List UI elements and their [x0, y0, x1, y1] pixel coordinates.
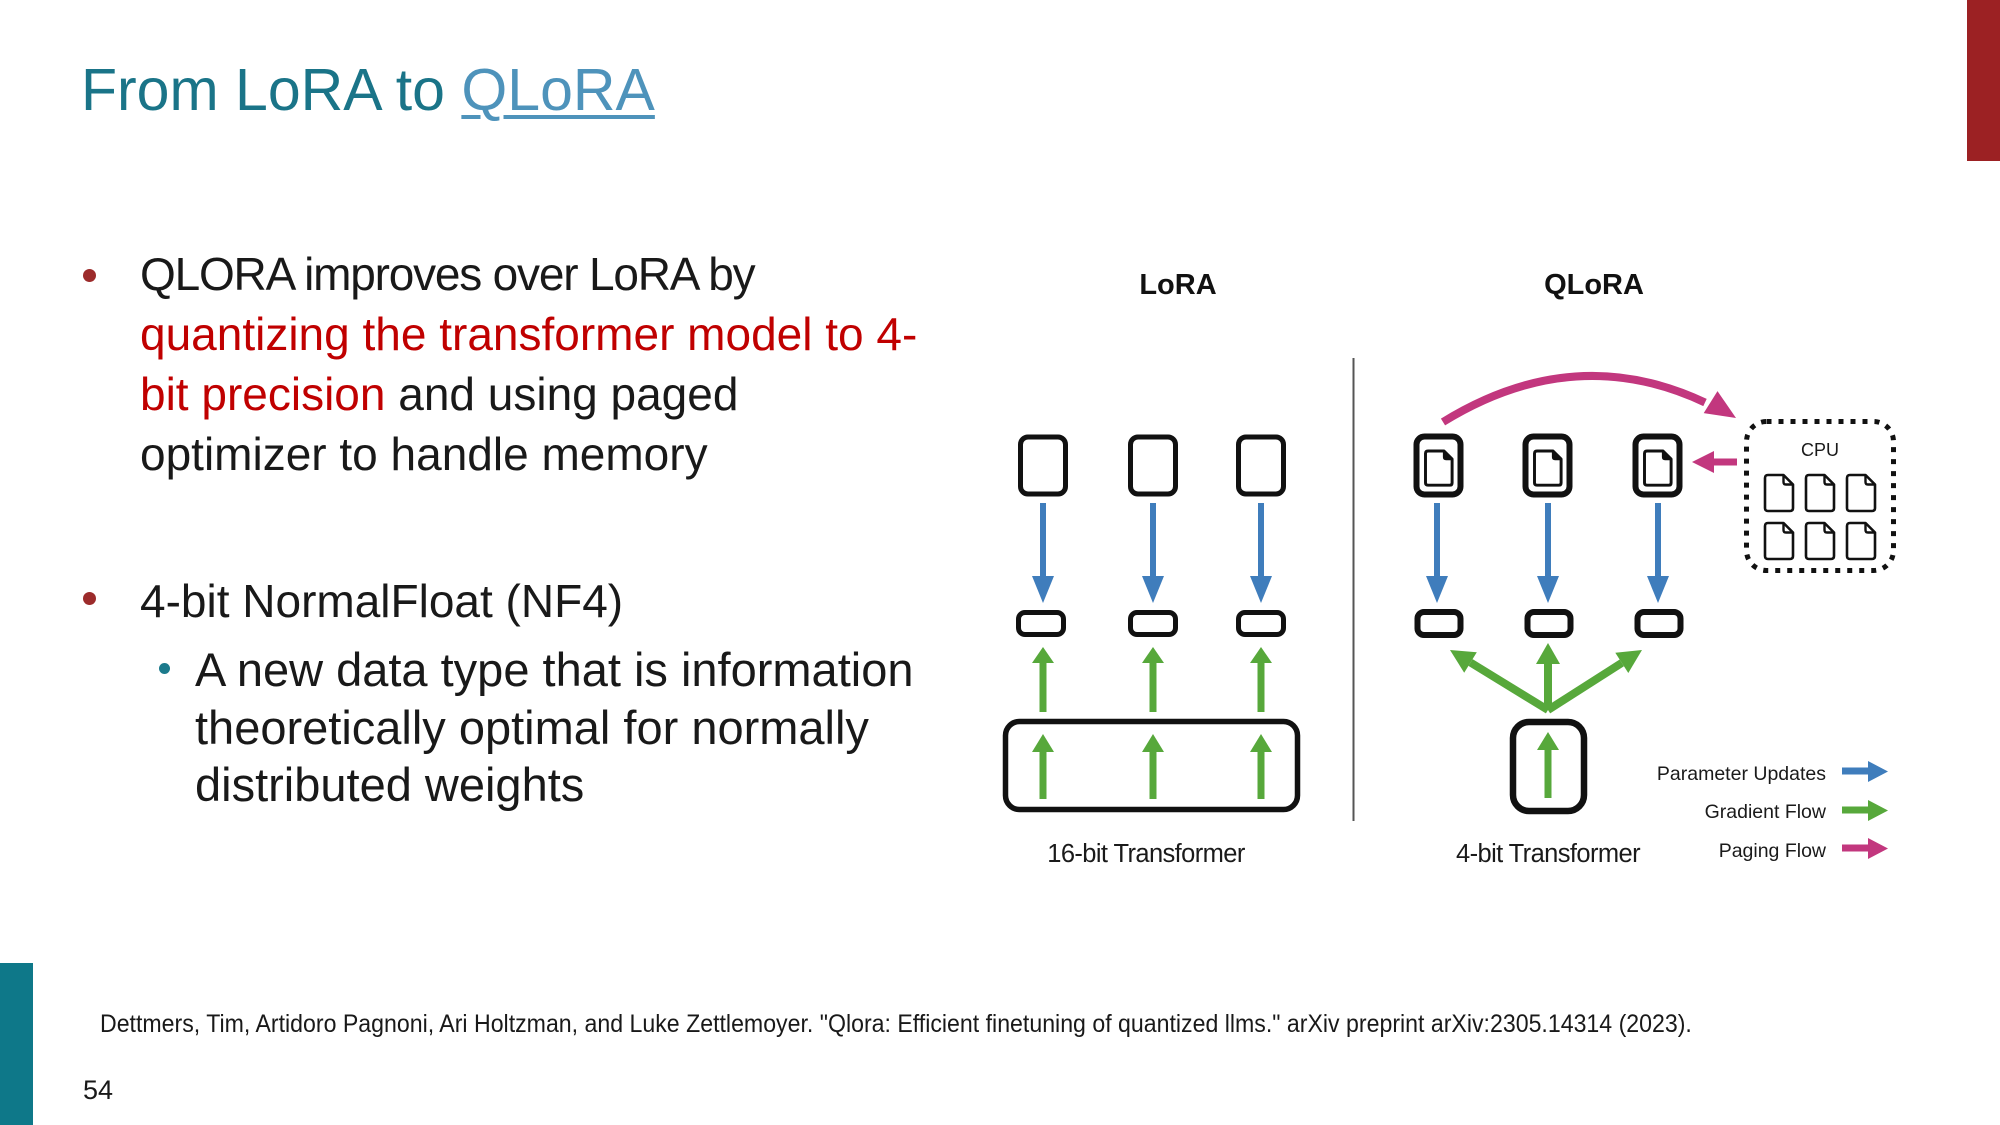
svg-text:Paging Flow: Paging Flow: [1719, 840, 1827, 862]
svg-text:Gradient Flow: Gradient Flow: [1705, 801, 1827, 823]
svg-text:QLoRA: QLoRA: [1544, 269, 1644, 301]
svg-text:4-bit Transformer: 4-bit Transformer: [1456, 840, 1641, 868]
svg-text:16-bit Transformer: 16-bit Transformer: [1047, 840, 1246, 868]
svg-text:CPU: CPU: [1801, 440, 1839, 460]
svg-text:Parameter Updates: Parameter Updates: [1657, 763, 1826, 785]
svg-text:LoRA: LoRA: [1139, 269, 1216, 301]
